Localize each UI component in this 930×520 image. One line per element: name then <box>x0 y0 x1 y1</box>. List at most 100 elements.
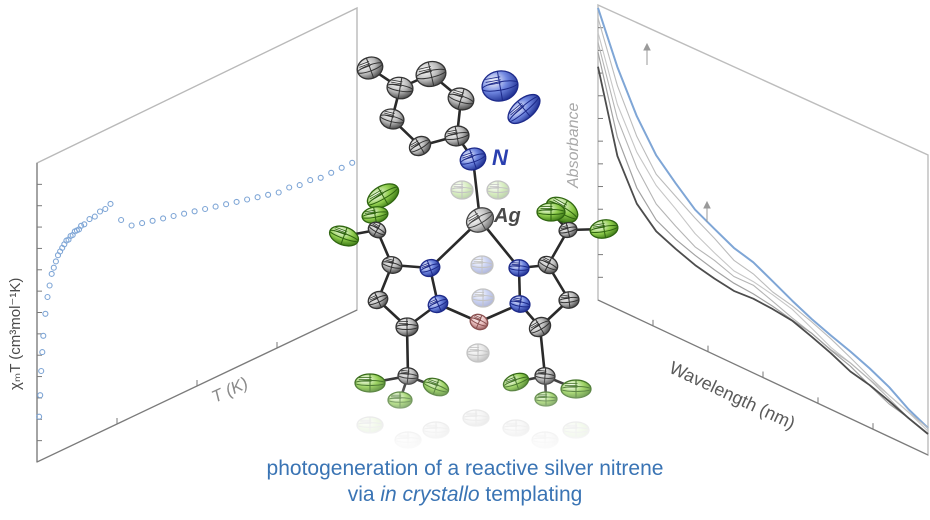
disorder-ghost <box>450 180 510 363</box>
right-panel-frame <box>597 3 929 457</box>
chit-point <box>40 332 47 339</box>
chit-point <box>39 349 46 356</box>
chit-point <box>191 208 198 215</box>
nitrogen-atom <box>459 147 487 171</box>
caption-line-1: photogeneration of a reactive silver nit… <box>266 457 664 480</box>
carbon-atom <box>367 221 387 239</box>
chit-point <box>223 201 230 208</box>
chit-point <box>286 184 293 191</box>
chit-point <box>202 205 209 213</box>
fluorine-atom <box>486 180 510 200</box>
nitrogen-atom <box>509 295 531 313</box>
chit-point <box>139 220 146 227</box>
chit-point <box>48 270 55 277</box>
carbon-atom <box>367 290 389 310</box>
left-y-axis-label: χₘT (cm³mol⁻¹K) <box>7 278 24 390</box>
absorbance-spectra <box>597 7 929 435</box>
caption-templating: templating <box>479 483 583 506</box>
carbon-atom <box>379 108 405 130</box>
fluorine-atom <box>450 180 474 200</box>
chit-point <box>81 221 88 228</box>
chit-point <box>36 413 43 420</box>
nitrogen-atom <box>471 288 495 308</box>
carbon-atom <box>558 221 578 239</box>
chit-point <box>170 212 177 220</box>
left-x-ticks <box>116 342 278 424</box>
arrow-upper-head <box>643 42 651 51</box>
chit-point <box>149 217 156 224</box>
chit-point <box>91 213 98 220</box>
chit-point <box>50 264 57 271</box>
carbon-atom <box>558 291 580 309</box>
chit-point <box>296 182 303 189</box>
chit-point <box>107 200 114 207</box>
carbon-atom <box>447 87 475 111</box>
left-chart: χₘT (cm³mol⁻¹K) T (K) <box>7 6 358 464</box>
carbon-atom <box>408 135 432 157</box>
fluorine-atom <box>589 219 619 239</box>
chit-data-points <box>36 159 356 420</box>
carbon-atom <box>466 343 490 363</box>
carbon-atom <box>386 76 414 100</box>
nitrogen-atom <box>470 255 494 275</box>
chit-point <box>317 174 324 181</box>
carbon-atom <box>381 256 403 274</box>
chit-point <box>42 310 49 317</box>
caption-via: via <box>347 483 381 506</box>
chit-point <box>52 258 59 265</box>
chit-point <box>338 164 345 171</box>
chit-point <box>265 191 272 198</box>
chit-point <box>275 189 282 196</box>
chit-point <box>86 216 93 223</box>
nitrogen-atom <box>427 294 449 314</box>
absorbance-spectrum <box>597 17 929 429</box>
chit-point <box>37 392 44 399</box>
nitrogen-label: N <box>492 145 509 170</box>
carbon-atom <box>415 60 447 88</box>
chit-point <box>254 194 261 201</box>
nitrogen-atom <box>481 70 519 102</box>
chit-point <box>349 159 356 166</box>
chit-point <box>181 210 188 217</box>
chit-point <box>328 169 335 176</box>
nitrogen-atom <box>507 93 541 125</box>
chit-point <box>212 203 219 210</box>
carbon-atom <box>395 317 419 337</box>
fluorine-atom <box>328 225 360 247</box>
chit-point <box>307 177 314 184</box>
chit-point <box>46 282 53 289</box>
chit-point <box>160 215 167 222</box>
reflection-fade <box>300 372 630 456</box>
chit-point <box>78 222 85 229</box>
absorbance-spectrum <box>597 7 929 429</box>
chit-point <box>102 205 109 213</box>
nitrogen-atom <box>419 258 441 278</box>
absorbance-spectrum <box>597 66 929 435</box>
right-y-axis-label: Absorbance <box>565 103 582 189</box>
chit-point <box>96 208 104 215</box>
arrow-lower-head <box>703 200 711 209</box>
absorbance-spectrum <box>597 42 929 435</box>
fluorine-atom <box>366 183 400 209</box>
fluorine-atom <box>536 202 566 222</box>
carbon-atom <box>537 255 559 275</box>
caption-line-2: via in crystallo templating <box>0 482 930 508</box>
chit-point <box>128 222 135 229</box>
chit-point <box>38 367 45 375</box>
left-x-axis-label: T (K) <box>209 373 251 406</box>
silver-label: Ag <box>493 205 521 227</box>
right-x-ticks <box>652 319 874 430</box>
chit-point <box>233 198 240 205</box>
chit-point <box>244 196 251 203</box>
nitrogen-atom <box>508 259 530 277</box>
chit-point <box>118 216 125 224</box>
carbon-atom <box>356 56 384 80</box>
increase-arrows <box>643 42 711 222</box>
carbon-atom <box>444 125 470 147</box>
boron-atom <box>469 313 489 331</box>
caption-in-crystallo: in crystallo <box>380 483 480 506</box>
carbon-atom <box>528 316 552 338</box>
absorbance-spectrum <box>597 32 929 432</box>
silver-atom <box>465 207 495 233</box>
